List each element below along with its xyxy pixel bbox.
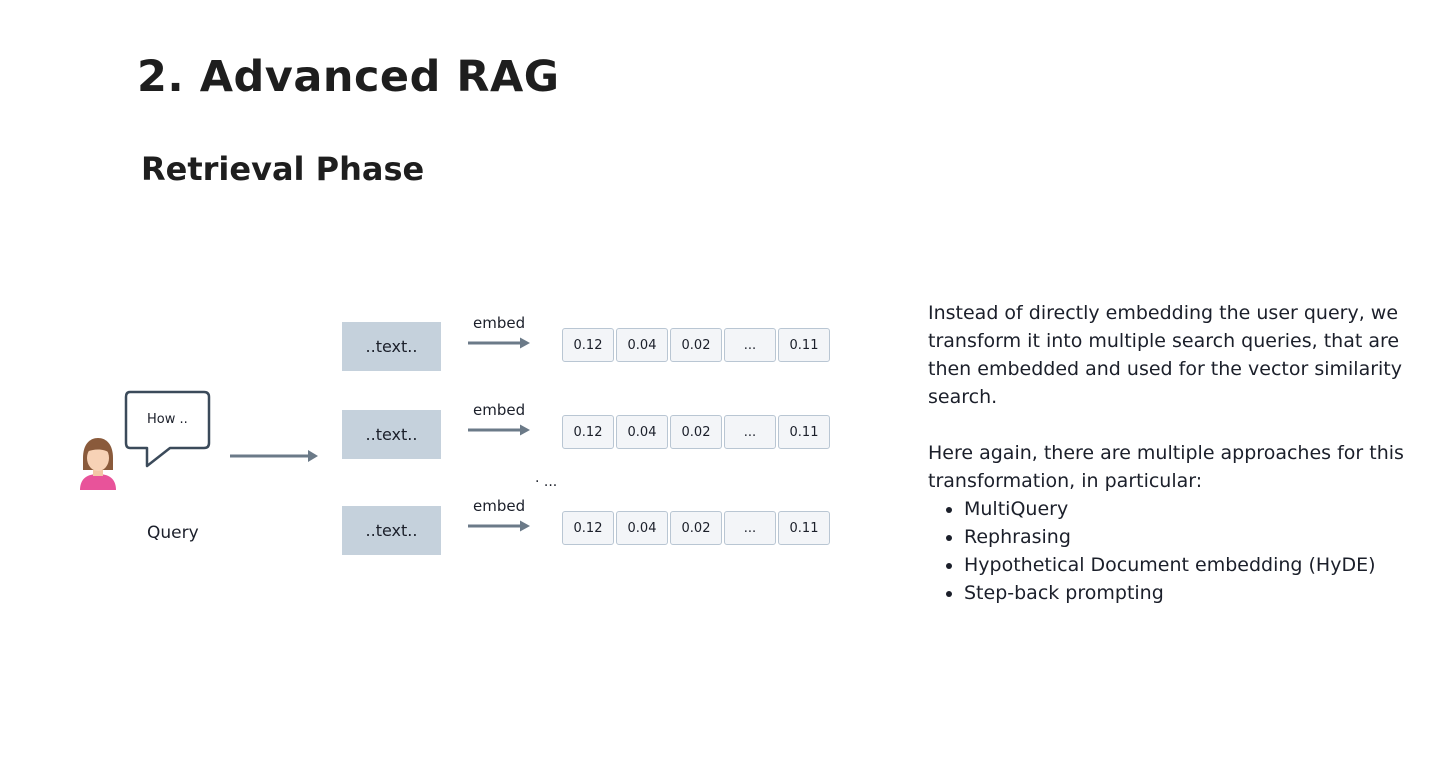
vector-cell: ... xyxy=(724,415,776,449)
vector-cell: 0.11 xyxy=(778,415,830,449)
query-text-box: ..text.. xyxy=(342,410,441,459)
query-label: Query xyxy=(147,523,199,543)
query-text-box: ..text.. xyxy=(342,506,441,555)
page-title: 2. Advanced RAG xyxy=(137,52,560,102)
paragraph-spacer xyxy=(928,411,1448,439)
speech-bubble-icon xyxy=(124,390,211,468)
section-subtitle: Retrieval Phase xyxy=(141,150,425,188)
vector-cell: 0.04 xyxy=(616,328,668,362)
embed-arrow-icon xyxy=(468,424,530,436)
vector-cell: 0.11 xyxy=(778,328,830,362)
vector-cell: 0.11 xyxy=(778,511,830,545)
embed-label: embed xyxy=(473,314,526,332)
vector-cell: 0.02 xyxy=(670,511,722,545)
vector-cell: 0.04 xyxy=(616,511,668,545)
vector-cell: 0.12 xyxy=(562,511,614,545)
embed-label: embed xyxy=(473,497,526,515)
user-avatar-icon xyxy=(80,438,116,490)
embedding-vector: 0.12 0.04 0.02 ... 0.11 xyxy=(562,511,832,545)
description: Instead of directly embedding the user q… xyxy=(928,299,1448,607)
embed-arrow-icon xyxy=(468,520,530,532)
embed-arrow-icon xyxy=(468,337,530,349)
description-paragraph: Here again, there are multiple approache… xyxy=(928,442,1404,492)
approach-list: MultiQuery Rephrasing Hypothetical Docum… xyxy=(928,495,1448,607)
vector-cell: 0.02 xyxy=(670,415,722,449)
query-arrow-icon xyxy=(230,450,318,462)
vector-cell: 0.12 xyxy=(562,328,614,362)
list-item: Hypothetical Document embedding (HyDE) xyxy=(964,551,1448,579)
list-item: MultiQuery xyxy=(964,495,1448,523)
list-item: Rephrasing xyxy=(964,523,1448,551)
vector-cell: ... xyxy=(724,511,776,545)
list-item: Step-back prompting xyxy=(964,579,1448,607)
bubble-text: How .. xyxy=(147,412,188,427)
query-text-box: ..text.. xyxy=(342,322,441,371)
embedding-vector: 0.12 0.04 0.02 ... 0.11 xyxy=(562,328,832,362)
vector-cell: 0.02 xyxy=(670,328,722,362)
ellipsis-dots: · ... xyxy=(535,474,558,490)
embedding-vector: 0.12 0.04 0.02 ... 0.11 xyxy=(562,415,832,449)
vector-cell: ... xyxy=(724,328,776,362)
description-paragraph: Instead of directly embedding the user q… xyxy=(928,302,1402,408)
vector-cell: 0.12 xyxy=(562,415,614,449)
embed-label: embed xyxy=(473,401,526,419)
vector-cell: 0.04 xyxy=(616,415,668,449)
